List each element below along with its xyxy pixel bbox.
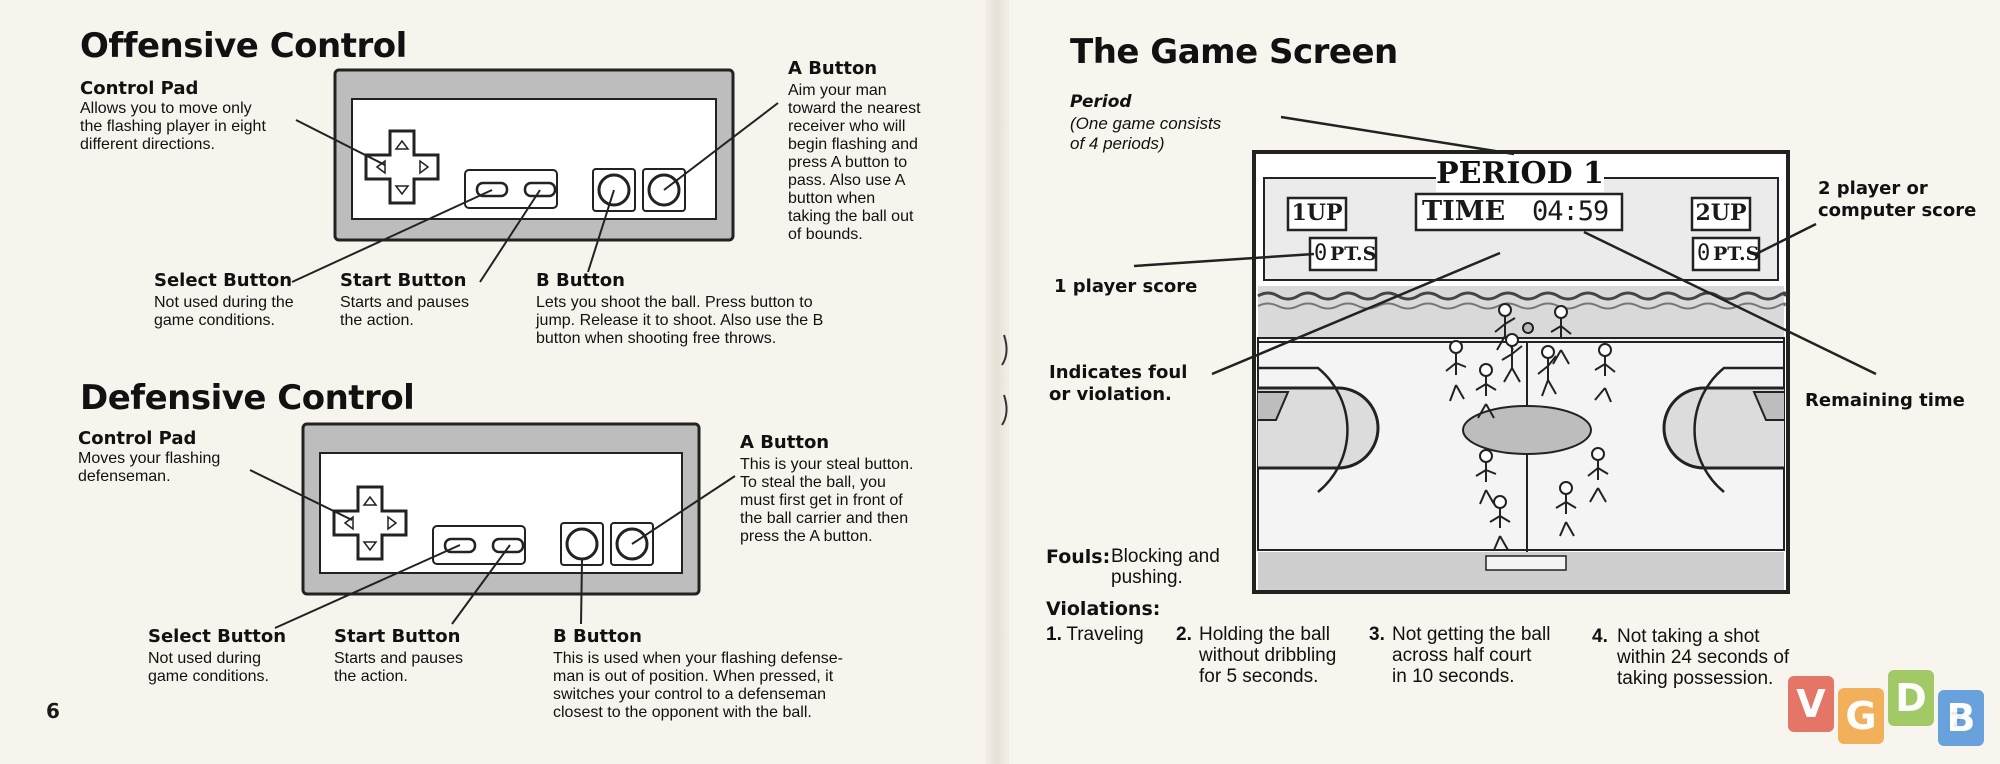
violation-text: Holding the ball without dribbling for 5… — [1199, 624, 1337, 687]
defensive-a-button-text: This is your steal button. To steal the … — [740, 456, 914, 545]
period-label-text: (One game consists of 4 periods) — [1070, 114, 1222, 153]
fouls-label: Fouls: — [1046, 546, 1111, 568]
violation-number: 2. — [1176, 624, 1192, 645]
violation-number: 4. — [1592, 626, 1608, 647]
defensive-b-button-text: This is used when your flashing defense-… — [553, 650, 843, 721]
violation-text: Not getting the ball across half court i… — [1392, 624, 1551, 687]
defensive-select-button-label: Select Button — [148, 626, 287, 647]
score2-label: 2 player or computer score — [1818, 178, 1977, 221]
defensive-a-button-label: A Button — [740, 432, 830, 453]
offensive-title: Offensive Control — [80, 26, 407, 66]
screen-p2-pts: PT.S — [1713, 243, 1760, 265]
defensive-start-button-text: Starts and pauses the action. — [334, 650, 463, 685]
remaining-time-label: Remaining time — [1805, 390, 1965, 411]
violation-text: Traveling — [1066, 624, 1144, 645]
screen-time-prefix: TIME — [1422, 196, 1506, 227]
screen-p2-score: 0 — [1697, 241, 1711, 266]
score1-label: 1 player score — [1054, 276, 1198, 297]
watermark-letter: B — [1938, 690, 1984, 746]
offensive-select-button-text: Not used during the game conditions. — [154, 294, 294, 329]
watermark-letter: V — [1788, 676, 1834, 732]
period-label-title: Period — [1070, 92, 1132, 112]
violation-number: 3. — [1369, 624, 1385, 645]
screen-p1-score: 0 — [1314, 241, 1328, 266]
game-screen-title: The Game Screen — [1070, 32, 1398, 72]
defensive-title: Defensive Control — [80, 378, 415, 418]
page-number-left: 6 — [46, 699, 60, 723]
screen-period-text: PERIOD 1 — [1436, 156, 1604, 191]
offensive-start-button-label: Start Button — [340, 270, 467, 291]
watermark-letter: G — [1838, 688, 1884, 744]
defensive-start-button-label: Start Button — [334, 626, 461, 647]
violation-number: 1. — [1046, 624, 1062, 645]
violations-label: Violations: — [1046, 598, 1161, 620]
screen-p1-pts: PT.S — [1330, 243, 1377, 265]
page-edge-marks — [1001, 334, 1008, 426]
offensive-control-pad-label: Control Pad — [80, 78, 199, 99]
watermark-letter: D — [1888, 670, 1934, 726]
offensive-b-button-label: B Button — [536, 270, 625, 291]
offensive-control-pad-text: Allows you to move only the flashing pla… — [80, 100, 266, 153]
screen-p1-label: 1UP — [1291, 200, 1343, 226]
defensive-b-button-label: B Button — [553, 626, 642, 647]
defensive-control-pad-text: Moves your flashing defenseman. — [78, 450, 221, 485]
foul-indicator-label: Indicates foul or violation. — [1049, 362, 1188, 405]
vgdb-watermark: V G D B — [1788, 670, 1984, 746]
defensive-select-button-text: Not used during game conditions. — [148, 650, 269, 685]
violation-item-1: 1. Traveling — [1046, 624, 1144, 645]
offensive-start-button-text: Starts and pauses the action. — [340, 294, 469, 329]
offensive-select-button-label: Select Button — [154, 270, 293, 291]
offensive-a-button-text: Aim your man toward the nearest receiver… — [788, 82, 921, 243]
defensive-control-pad-label: Control Pad — [78, 428, 197, 449]
offensive-a-button-label: A Button — [788, 58, 878, 79]
violation-text: Not taking a shot within 24 seconds of t… — [1617, 626, 1790, 689]
book-gutter — [985, 0, 1009, 764]
offensive-b-button-text: Lets you shoot the ball. Press button to… — [536, 294, 824, 347]
screen-time-value: 04:59 — [1532, 196, 1609, 227]
screen-p2-label: 2UP — [1695, 200, 1747, 226]
fouls-text: Blocking and pushing. — [1111, 546, 1220, 588]
